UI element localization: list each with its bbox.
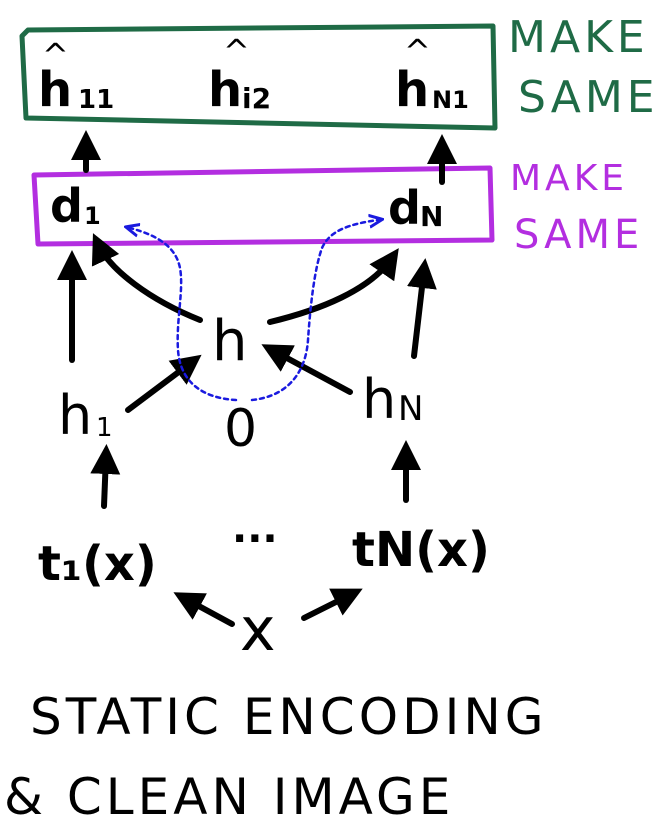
top-box — [19, 23, 498, 131]
mid-box — [31, 165, 495, 247]
d-1: d 1 — [50, 179, 101, 233]
hat-glyph: ^ — [223, 32, 250, 70]
node-t1-x: t₁(x) — [38, 536, 157, 592]
node-x: x — [240, 595, 276, 665]
h-sub: 11 — [78, 85, 114, 115]
h-sub: i2 — [242, 82, 271, 115]
hn-base: h — [362, 368, 396, 431]
arrow-hn-to-dn — [407, 258, 437, 359]
node-ellipsis: ··· — [232, 516, 278, 562]
h-base: h — [395, 62, 429, 118]
h-hat-i2: ^ h i2 — [208, 32, 271, 118]
nodes: h h 1 h N 0 t₁(x) ··· tN(x) x — [38, 309, 490, 665]
d-sub: 1 — [84, 202, 101, 230]
arrow-x-to-tn — [301, 588, 363, 621]
d-base: d — [388, 181, 421, 235]
black-arrows — [57, 130, 457, 627]
hn-sub: N — [398, 389, 423, 429]
h-sub: N1 — [432, 86, 469, 114]
h-base: h — [208, 62, 242, 118]
footer-line-1: STATIC ENCODING — [30, 688, 547, 746]
footer-caption: STATIC ENCODING & CLEAN IMAGE — [4, 688, 547, 826]
node-h: h — [212, 309, 248, 374]
node-tn-x: tN(x) — [352, 522, 490, 578]
top-box-group: ^ h 11 ^ h i2 ^ h N1 MAKE SAME — [19, 12, 658, 131]
arrow-hn-to-h — [261, 344, 353, 395]
d-n: d N — [388, 181, 443, 235]
arrow-h-to-dn — [267, 248, 399, 325]
arrow-h-to-d1 — [91, 233, 203, 323]
h-hat-n1: ^ h N1 — [395, 32, 469, 118]
footer-line-2: & CLEAN IMAGE — [4, 768, 454, 826]
d-sub: N — [420, 200, 443, 233]
mid-same-label: SAME — [514, 212, 643, 258]
h-hat-11: ^ h 11 — [38, 36, 114, 118]
top-same-label: SAME — [518, 72, 658, 123]
node-h1: h 1 — [58, 384, 113, 447]
node-hn: h N — [362, 368, 423, 431]
h1-sub: 1 — [96, 413, 113, 443]
h-base: h — [38, 62, 72, 118]
mid-make-label: MAKE — [510, 158, 628, 199]
mid-box-group: d 1 d N MAKE SAME — [31, 158, 643, 258]
d-base: d — [50, 179, 83, 233]
theta-to-d1-dotted — [130, 228, 238, 402]
top-make-label: MAKE — [508, 12, 649, 63]
h1-base: h — [58, 384, 92, 447]
blue-dotted-arrows — [130, 220, 378, 402]
arrow-x-to-t1 — [173, 592, 235, 627]
hat-glyph: ^ — [42, 36, 69, 74]
node-theta: 0 — [224, 399, 257, 459]
arrow-t1-to-h1 — [90, 444, 121, 509]
theta-to-dn-dotted — [250, 220, 378, 402]
arrow-h1-to-h — [125, 354, 202, 413]
hat-glyph: ^ — [404, 32, 431, 70]
